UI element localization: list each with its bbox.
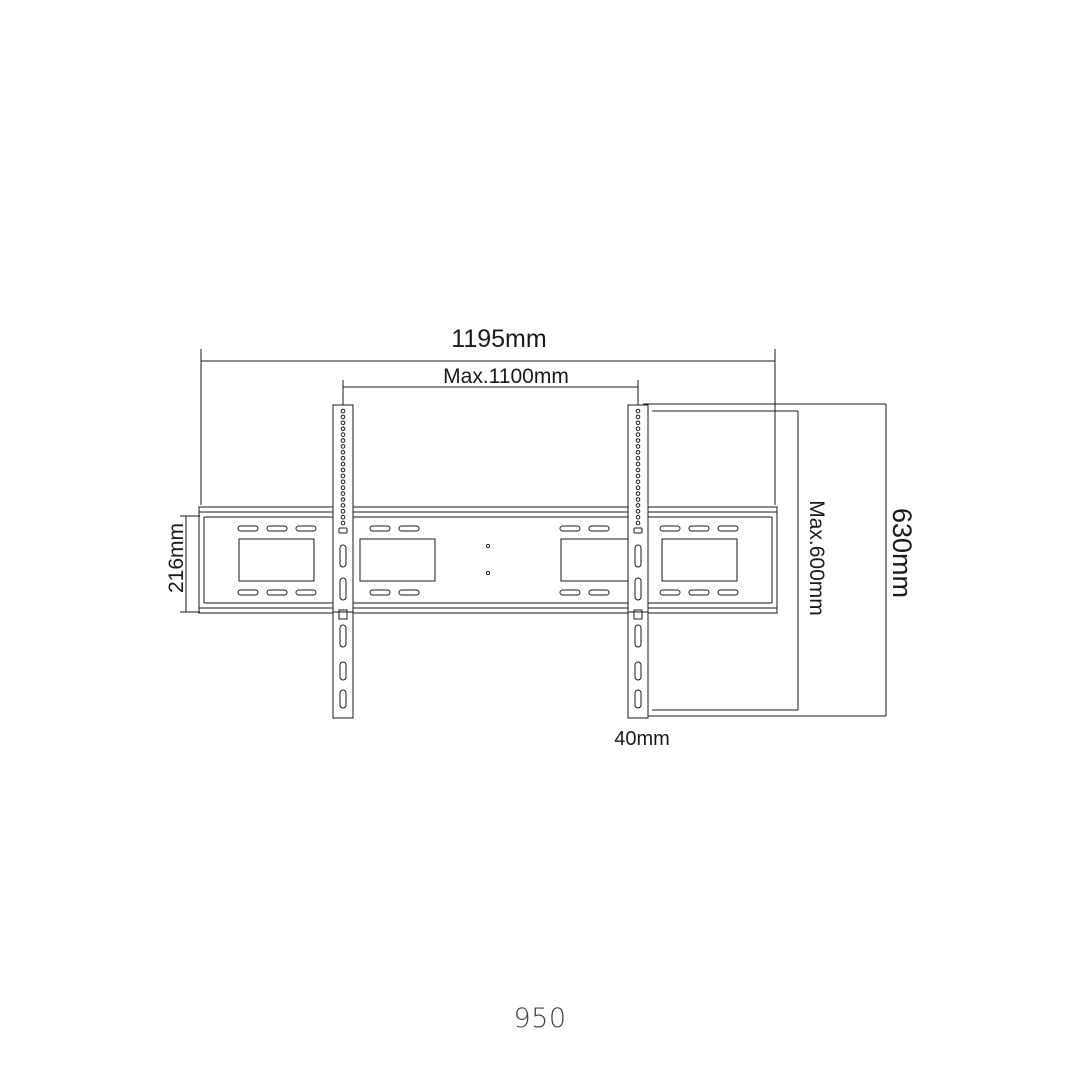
arm-hole: [340, 520, 346, 526]
arm-hole: [635, 461, 641, 467]
arm-hole: [635, 420, 641, 426]
arm-hole: [340, 414, 346, 420]
arm-hole: [635, 514, 641, 520]
arm-hole: [340, 485, 346, 491]
arm-hole: [340, 408, 346, 414]
max-spacing-dimension: [342, 380, 639, 405]
arm-hole: [635, 467, 641, 473]
bracket-height-label: 216mm: [165, 523, 188, 593]
overall-width-dimension: [200, 349, 776, 505]
center-hole: [485, 543, 491, 549]
arm-hole: [635, 520, 641, 526]
plate-slot: [588, 525, 610, 532]
plate-cutouts: [237, 525, 739, 596]
plate-slot: [266, 589, 288, 596]
plate-slot: [369, 525, 391, 532]
arm-hole: [635, 432, 641, 437]
plate-slot: [717, 589, 739, 596]
arm-slot: [633, 527, 643, 534]
arm-hole: [340, 461, 346, 467]
arm-hole: [340, 438, 346, 443]
arm-hole: [340, 467, 346, 473]
plate-slot: [588, 589, 610, 596]
arm-hole: [340, 426, 346, 432]
arm-hole: [635, 479, 641, 485]
max-vertical-dimension: [652, 410, 799, 711]
plate-slot: [559, 525, 581, 532]
arm-slot: [339, 544, 347, 568]
plate-window: [560, 538, 637, 582]
arm-hole: [635, 438, 641, 443]
arm-slot: [338, 527, 348, 534]
arm-slot: [339, 624, 347, 648]
overall-height-label: 630mm: [887, 508, 917, 598]
plate-slot: [266, 525, 288, 532]
arm-slot: [339, 689, 347, 709]
arm-hole: [635, 485, 641, 491]
vertical-arms: [332, 404, 649, 719]
wall-plate: [198, 506, 778, 614]
arm-hole: [340, 432, 346, 437]
plate-slot: [688, 589, 710, 596]
plate-slot: [659, 589, 681, 596]
arm-latch: [633, 609, 643, 620]
plate-slot: [295, 525, 317, 532]
arm-hole: [635, 497, 641, 502]
arm-hole: [635, 408, 641, 414]
arm-outline: [332, 404, 354, 719]
plate-slot: [717, 525, 739, 532]
arm-slot: [634, 661, 642, 681]
plate-slot: [237, 525, 259, 532]
plate-slot: [688, 525, 710, 532]
arm-hole: [340, 514, 346, 520]
plate-slot: [237, 589, 259, 596]
plate-window: [359, 538, 436, 582]
arm-slot: [634, 689, 642, 709]
arm-hole: [635, 503, 641, 508]
arm-hole: [340, 450, 346, 455]
overall-width-label: 1195mm: [451, 325, 546, 353]
arm-slot: [634, 624, 642, 648]
arm-hole: [340, 491, 346, 496]
plate-window: [238, 538, 315, 582]
arm-hole: [635, 450, 641, 455]
plate-slot: [295, 589, 317, 596]
arm-slot: [634, 577, 642, 601]
center-hole: [485, 570, 491, 576]
max-spacing-label: Max.1100mm: [443, 365, 569, 388]
max-vertical-label: Max.600mm: [805, 500, 828, 616]
arm-hole: [340, 497, 346, 502]
arm-hole: [635, 414, 641, 420]
plate-slot: [398, 525, 420, 532]
arm-hole: [635, 426, 641, 432]
arm-hole: [340, 473, 346, 479]
overall-height-dimension: [643, 403, 887, 717]
arm-hole: [635, 455, 641, 461]
arm-hole: [340, 509, 346, 514]
arm-latch: [338, 609, 348, 620]
plate-window: [661, 538, 738, 582]
arm-slot: [339, 661, 347, 681]
arm-slot: [634, 544, 642, 568]
bracket-height-dimension: [180, 515, 200, 613]
arm-hole: [340, 503, 346, 508]
arm-hole: [340, 444, 346, 449]
plate-slot: [559, 589, 581, 596]
arm-hole: [635, 509, 641, 514]
arm-hole: [635, 444, 641, 449]
arm-hole: [340, 455, 346, 461]
plate-slot: [659, 525, 681, 532]
arm-hole: [340, 420, 346, 426]
model-number: 950: [513, 1003, 567, 1034]
plate-slot: [398, 589, 420, 596]
arm-hole: [635, 491, 641, 496]
plate-slot: [369, 589, 391, 596]
arm-hole: [635, 473, 641, 479]
arm-hole: [340, 479, 346, 485]
arm-outline: [627, 404, 649, 719]
depth-label: 40mm: [614, 728, 670, 750]
arm-slot: [339, 577, 347, 601]
